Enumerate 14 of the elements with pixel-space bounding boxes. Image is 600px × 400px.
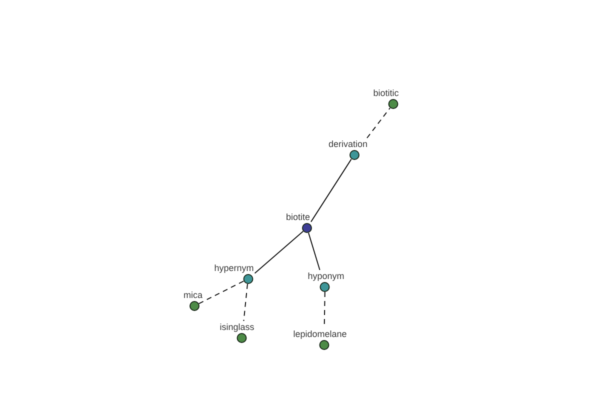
node-label: isinglass — [220, 322, 254, 332]
node-label: mica — [184, 290, 202, 300]
node-label: derivation — [328, 139, 368, 149]
node-label: hypernym — [214, 263, 254, 273]
node-label: hyponym — [308, 271, 344, 281]
connector-line — [310, 158, 352, 222]
dashed-connector-line — [198, 280, 244, 304]
dashed-connector-line — [243, 284, 248, 322]
node-label: biotitic — [373, 88, 399, 98]
node-label: biotite — [286, 212, 310, 222]
node-label: lepidomelane — [293, 329, 347, 339]
dashed-connector-line — [366, 108, 390, 138]
connector-line — [308, 232, 320, 270]
connector-line — [254, 230, 304, 274]
